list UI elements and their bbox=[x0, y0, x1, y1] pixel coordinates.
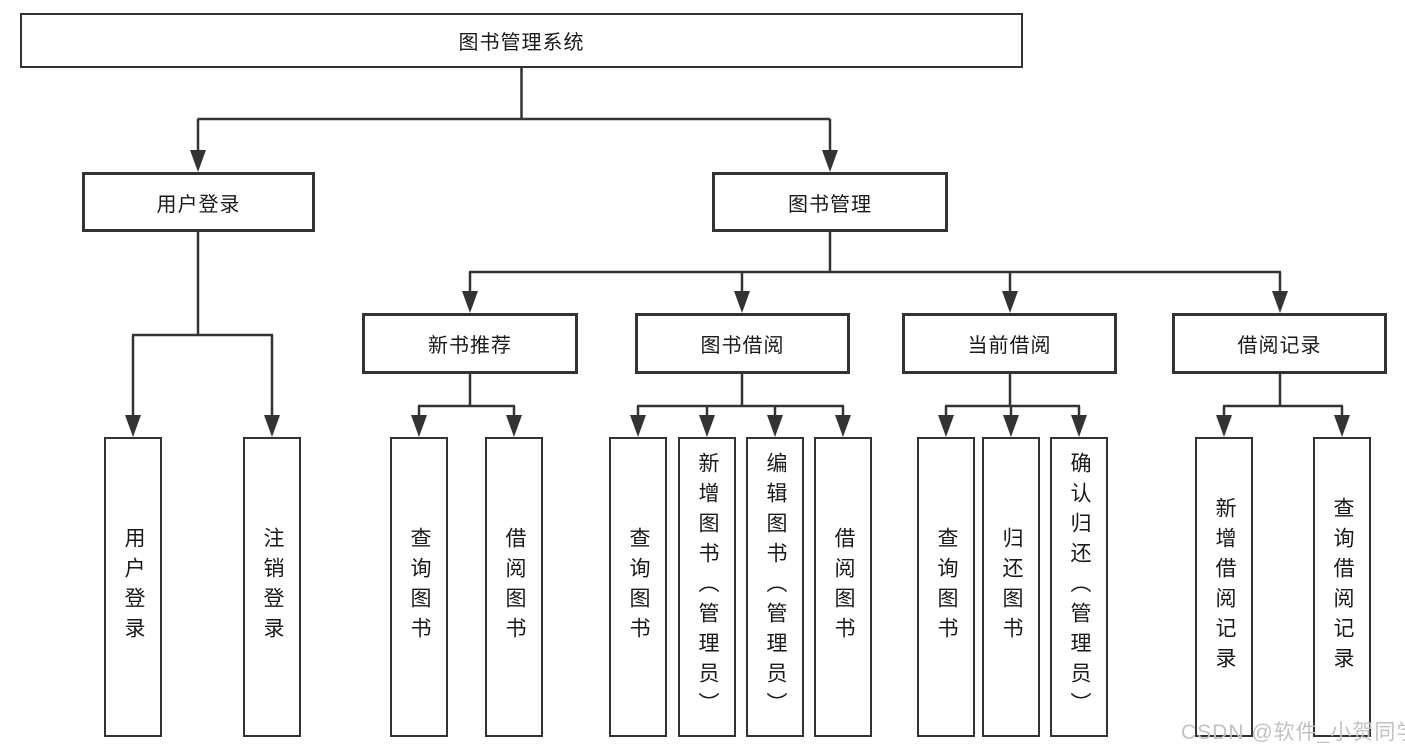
csdn-watermark: CSDN @软件_小贺同学 bbox=[1181, 721, 1405, 744]
node-book-borrow: 图书借阅 bbox=[635, 313, 850, 374]
leaf-query-borrow-record: 查询借阅记录 bbox=[1313, 437, 1371, 737]
arrowheads bbox=[125, 150, 1350, 437]
leaf-query-books-current: 查询图书 bbox=[917, 437, 975, 737]
node-user-login: 用户登录 bbox=[82, 172, 315, 232]
node-library-management-system: 图书管理系统 bbox=[20, 13, 1023, 68]
leaf-edit-books-admin: 编辑图书（管理员） bbox=[746, 437, 804, 737]
leaf-add-books-admin: 新增图书（管理员） bbox=[678, 437, 736, 737]
leaf-borrow-books: 借阅图书 bbox=[814, 437, 872, 737]
node-current-borrow: 当前借阅 bbox=[902, 313, 1117, 374]
leaf-query-books-borrow: 查询图书 bbox=[609, 437, 667, 737]
node-new-book-recommend: 新书推荐 bbox=[362, 313, 578, 374]
leaf-return-books: 归还图书 bbox=[982, 437, 1040, 737]
leaf-user-login: 用户登录 bbox=[104, 437, 162, 737]
leaf-borrow-books-recommend: 借阅图书 bbox=[485, 437, 543, 737]
node-borrow-records: 借阅记录 bbox=[1172, 313, 1387, 374]
leaf-logout: 注销登录 bbox=[243, 437, 301, 737]
node-book-management: 图书管理 bbox=[712, 172, 948, 232]
leaf-confirm-return-admin: 确认归还（管理员） bbox=[1050, 437, 1108, 737]
leaf-add-borrow-record: 新增借阅记录 bbox=[1195, 437, 1253, 737]
leaf-query-books-recommend: 查询图书 bbox=[390, 437, 448, 737]
